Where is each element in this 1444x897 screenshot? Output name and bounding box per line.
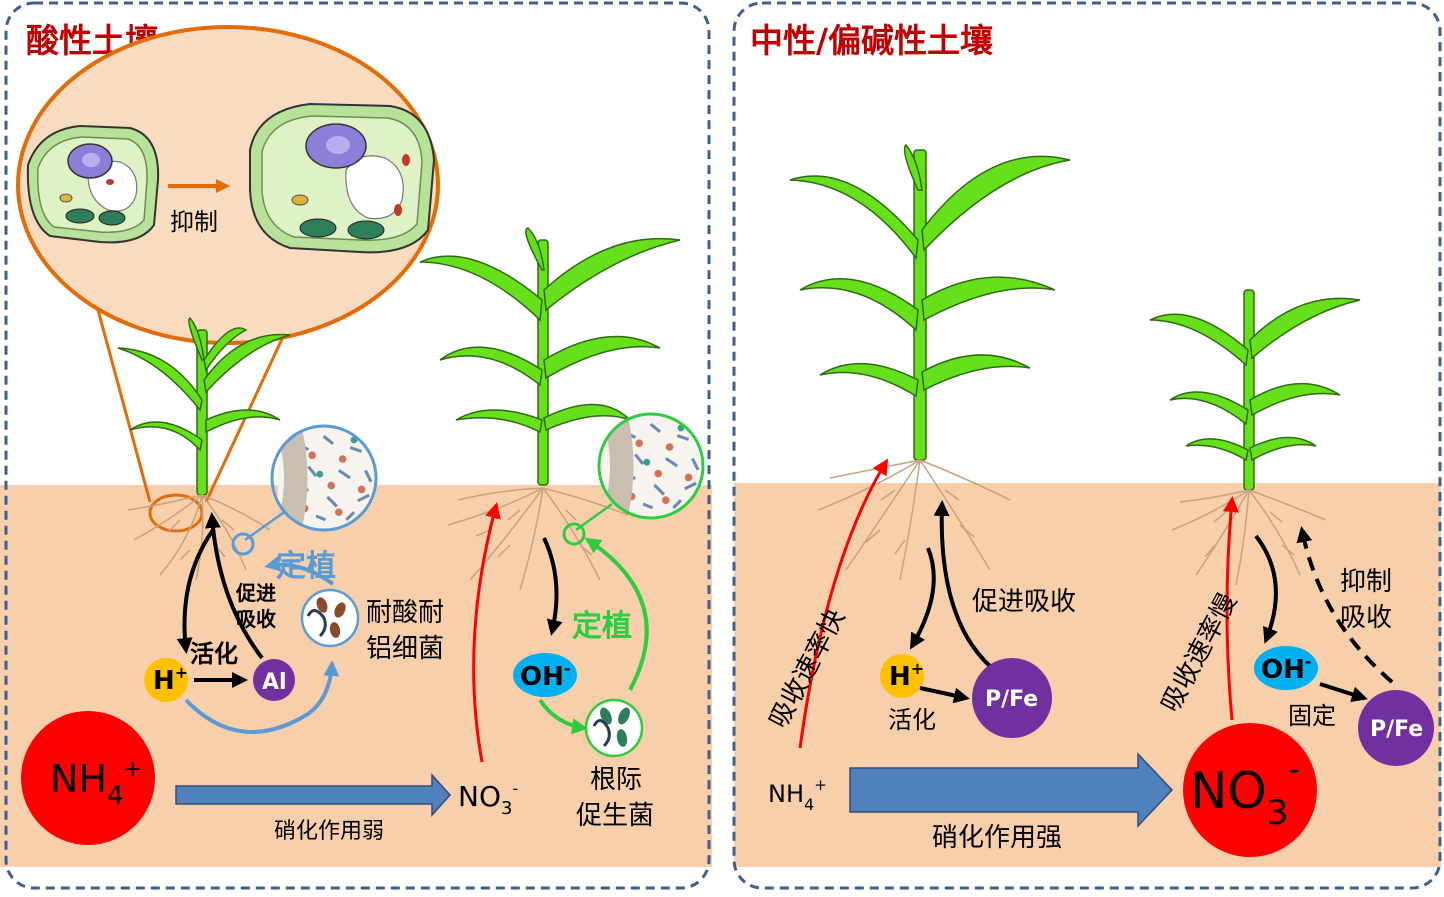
panel-border-left: [4, 1, 711, 890]
pgpr-label-1: 根际: [590, 765, 642, 795]
h-ion-left-label: H+: [153, 663, 188, 696]
colonize-arrow-blue: [264, 555, 335, 586]
activate-label-right: 活化: [888, 706, 936, 734]
colonize-point-blue: [231, 532, 255, 556]
no3-label-left: NO3-: [458, 779, 518, 819]
h-to-pfe-arrow: [919, 686, 970, 704]
no3-label-right: NO3-: [1190, 750, 1300, 833]
plant-right-neutral-large: [789, 143, 1071, 461]
oh-release-arrow-right: [1254, 534, 1278, 644]
nitrification-arrow-strong: [849, 752, 1174, 828]
small-plant-cell: [26, 124, 160, 244]
activate-arrow-down: [176, 528, 215, 654]
nitrification-label-weak: 硝化作用弱: [274, 819, 384, 844]
oh-ion-right-label: OH-: [1261, 652, 1312, 685]
promote-absorb-arrow-left: [204, 512, 264, 660]
promote-absorb-arrow-right: [933, 500, 994, 670]
roots-right-small: [1171, 489, 1327, 586]
activate-label-left: 活化: [190, 640, 238, 668]
oh-ion-left-label: OH-: [520, 659, 571, 692]
plant-left-acid-small: [117, 317, 291, 496]
slow-uptake-arrow: [1222, 496, 1239, 721]
roots-left-large: [447, 487, 629, 591]
pfe-circle-right-2: [1358, 690, 1434, 766]
oh-to-pgpr-arrow: [538, 698, 588, 735]
h-ion-left: [144, 658, 188, 702]
al-ion: [253, 659, 295, 701]
fix-label: 固定: [1288, 702, 1336, 730]
right-panel: [732, 1, 1442, 890]
plant-right-neutral-small: [1149, 289, 1361, 491]
acid-bacteria-label-2: 铝细菌: [366, 634, 444, 664]
pfe-label-right-2: P/Fe: [1370, 717, 1423, 742]
pfe-label-right: P/Fe: [985, 687, 1038, 712]
colonize-label-blue: 定植: [276, 549, 336, 584]
no3-uptake-arrow-left: [472, 502, 501, 763]
roots-right-large: [817, 459, 1011, 581]
oh-to-pfe-arrow: [1319, 682, 1368, 702]
h-ion-right-label: H+: [889, 659, 924, 692]
inhibit-absorb-label-1: 抑制: [1340, 567, 1392, 597]
right-title: 中性/偏碱性土壤: [750, 21, 993, 60]
oh-ion-right: [1254, 646, 1318, 690]
bacteria-magnifier-green: [562, 412, 705, 546]
h-ion-right: [880, 654, 924, 698]
promote-absorb-label-1: 促进: [235, 581, 276, 605]
bacteria-magnifier-blue: [231, 424, 378, 556]
promote-absorb-label-right: 促进吸收: [972, 587, 1076, 617]
pgpr-label-2: 促生菌: [576, 801, 654, 831]
large-plant-cell: [249, 102, 436, 254]
colonize-point-green: [562, 522, 586, 546]
inhibit-label: 抑制: [170, 208, 218, 236]
h-to-bacteria-arrow: [184, 660, 340, 734]
no3-circle-right: [1183, 723, 1317, 857]
nh4-circle-left: [21, 711, 155, 845]
acid-bacteria-label-1: 耐酸耐: [366, 598, 444, 628]
panel-border-right: [732, 1, 1442, 890]
oh-release-arrow-left: [542, 537, 563, 636]
pfe-circle-right: [972, 658, 1052, 738]
acid-tolerant-bacteria-icon: [300, 588, 360, 648]
activate-arrow-right: [909, 547, 936, 650]
oh-ion-left: [513, 653, 577, 697]
cell-magnifier: 抑制: [16, 25, 440, 533]
nitrification-label-strong: 硝化作用强: [932, 823, 1062, 853]
fast-uptake-arrow: [798, 458, 889, 749]
pgpr-bacteria-icon: [584, 698, 644, 758]
nh4-label-right: NH4+: [768, 776, 827, 814]
inhibit-absorb-label-2: 吸收: [1340, 603, 1392, 633]
al-ion-label: Al: [262, 670, 287, 695]
colonize-label-green: 定植: [572, 609, 632, 644]
nh4-label-left: NH4+: [50, 757, 142, 811]
colonize-arrow-green: [584, 537, 649, 691]
nitrification-arrow-weak: [175, 773, 452, 817]
